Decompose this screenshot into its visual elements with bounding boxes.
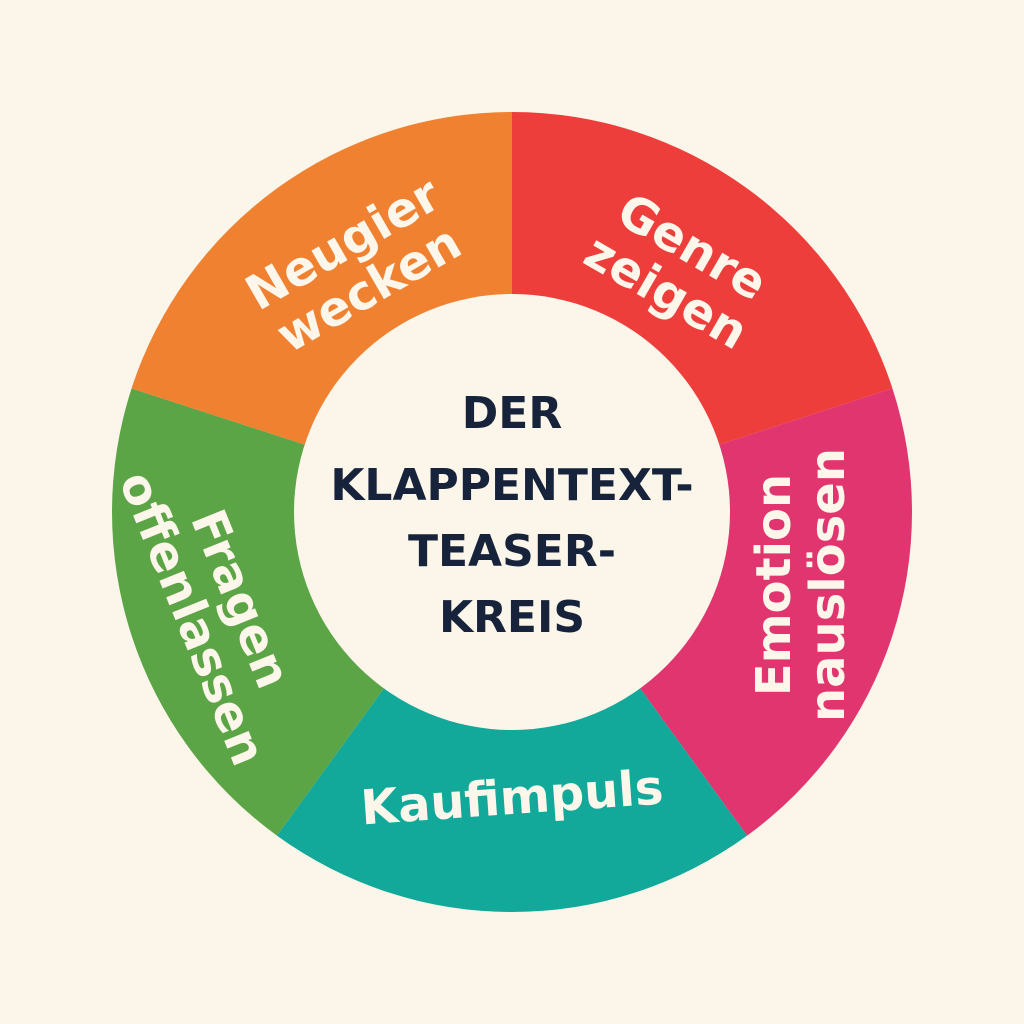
label-line: Emotion <box>746 474 802 696</box>
title-line: KREIS <box>439 592 585 643</box>
title-line: TEASER- <box>408 526 616 577</box>
title-line: KLAPPENTEXT- <box>330 460 693 511</box>
title-line: DER <box>462 388 562 439</box>
label-line: nauslösen <box>800 448 856 722</box>
center-title: DER KLAPPENTEXT- TEASER- KREIS <box>330 388 693 643</box>
center-circle <box>294 294 730 730</box>
label-emotion-ausloesen: Emotion nauslösen <box>746 448 856 722</box>
